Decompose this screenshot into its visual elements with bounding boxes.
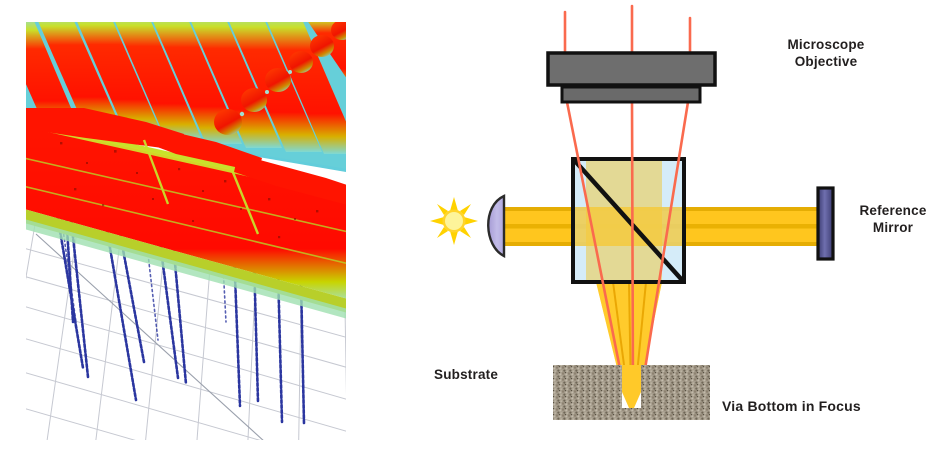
label-microscope-objective: Microscope Objective — [787, 37, 865, 69]
lower-terrace — [26, 108, 346, 319]
bump-group — [214, 22, 346, 135]
height-map-image — [26, 22, 346, 440]
substrate-block — [553, 365, 710, 420]
reference-mirror — [816, 186, 835, 261]
beamsplitter-diagonal — [573, 159, 684, 282]
microscope-objective — [546, 51, 717, 104]
height-map-panel — [26, 22, 346, 440]
terrace-grooves — [142, 139, 260, 235]
imaging-rays — [563, 4, 692, 398]
label-substrate: Substrate — [434, 367, 499, 382]
surface-speckle — [60, 142, 319, 239]
light-source-sun — [430, 197, 478, 245]
via-beam-fill — [622, 365, 641, 408]
schematic-panel: Microscope Objective Reference Mirror Su… — [400, 0, 950, 463]
collimating-lens — [487, 194, 506, 258]
interferometer-schematic — [430, 4, 835, 420]
label-via-bottom-in-focus: Via Bottom in Focus — [722, 398, 861, 414]
ridge-group — [26, 22, 346, 154]
label-reference-mirror: Reference Mirror — [859, 203, 927, 235]
